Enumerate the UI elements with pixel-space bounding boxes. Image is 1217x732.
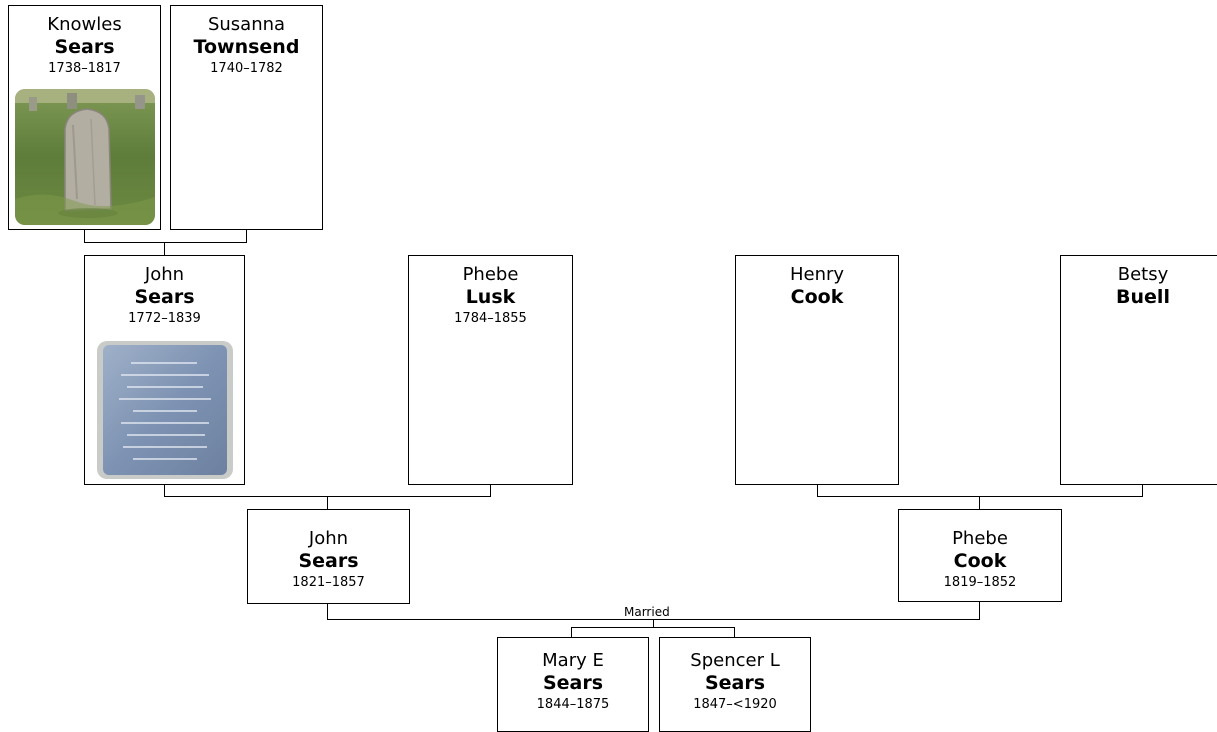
connector-line <box>571 627 735 628</box>
connector-line <box>246 229 247 243</box>
surname: Sears <box>298 550 359 572</box>
connector-line <box>164 242 165 256</box>
connector-line <box>817 484 818 497</box>
surname: Townsend <box>193 36 300 58</box>
life-years: 1847–<1920 <box>693 697 777 712</box>
person-card-henry-cook[interactable]: Henry Cook <box>735 255 899 485</box>
given-name: John <box>144 264 185 285</box>
surname: Sears <box>134 286 195 308</box>
connector-line <box>84 242 247 243</box>
given-name: Susanna <box>207 14 286 35</box>
connector-line <box>84 229 85 243</box>
person-card-mary-e-sears[interactable]: Mary E Sears 1844–1875 <box>497 637 649 732</box>
person-card-susanna-townsend[interactable]: Susanna Townsend 1740–1782 <box>170 5 323 230</box>
person-card-john-sears-1772[interactable]: John Sears 1772–1839 <box>84 255 245 485</box>
given-name: Phebe <box>952 528 1008 549</box>
person-card-knowles-sears[interactable]: Knowles Sears 1738–1817 <box>8 5 161 230</box>
connector-line <box>979 496 980 510</box>
connector-line <box>1142 484 1143 497</box>
gravestone-photo[interactable] <box>97 341 233 479</box>
person-card-john-sears-1821[interactable]: John Sears 1821–1857 <box>247 509 410 604</box>
surname: Sears <box>542 672 604 694</box>
marriage-line <box>327 603 328 620</box>
given-name: Knowles <box>47 14 122 35</box>
life-years: 1738–1817 <box>48 61 121 76</box>
connector-line <box>490 484 491 497</box>
connector-line <box>817 496 1143 497</box>
person-card-spencer-l-sears[interactable]: Spencer L Sears 1847–<1920 <box>659 637 811 732</box>
marriage-line <box>979 601 980 620</box>
life-years: 1740–1782 <box>210 61 283 76</box>
given-name: Henry <box>789 264 845 285</box>
surname: Cook <box>953 550 1007 572</box>
surname: Sears <box>54 36 115 58</box>
life-years: 1819–1852 <box>943 575 1017 590</box>
connector-line <box>734 627 735 638</box>
connector-line <box>653 619 654 628</box>
person-card-phebe-lusk[interactable]: Phebe Lusk 1784–1855 <box>408 255 573 485</box>
connector-line <box>571 627 572 638</box>
connector-line <box>327 496 328 510</box>
given-name: Betsy <box>1117 264 1169 285</box>
given-name: Phebe <box>462 264 519 285</box>
given-name: Mary E <box>542 650 604 671</box>
person-card-phebe-cook[interactable]: Phebe Cook 1819–1852 <box>898 509 1062 602</box>
life-years: 1772–1839 <box>128 311 201 326</box>
given-name: Spencer L <box>690 650 780 671</box>
married-label: Married <box>624 605 670 619</box>
life-years: 1821–1857 <box>292 575 365 590</box>
surname: Cook <box>790 286 844 308</box>
life-years: 1844–1875 <box>536 697 610 712</box>
life-years: 1784–1855 <box>454 311 527 326</box>
gravestone-photo[interactable] <box>15 89 155 225</box>
given-name: John <box>308 528 349 549</box>
surname: Sears <box>704 672 766 694</box>
surname: Lusk <box>465 286 516 308</box>
connector-line <box>164 484 165 497</box>
person-card-betsy-buell[interactable]: Betsy Buell <box>1060 255 1217 485</box>
surname: Buell <box>1116 286 1170 308</box>
